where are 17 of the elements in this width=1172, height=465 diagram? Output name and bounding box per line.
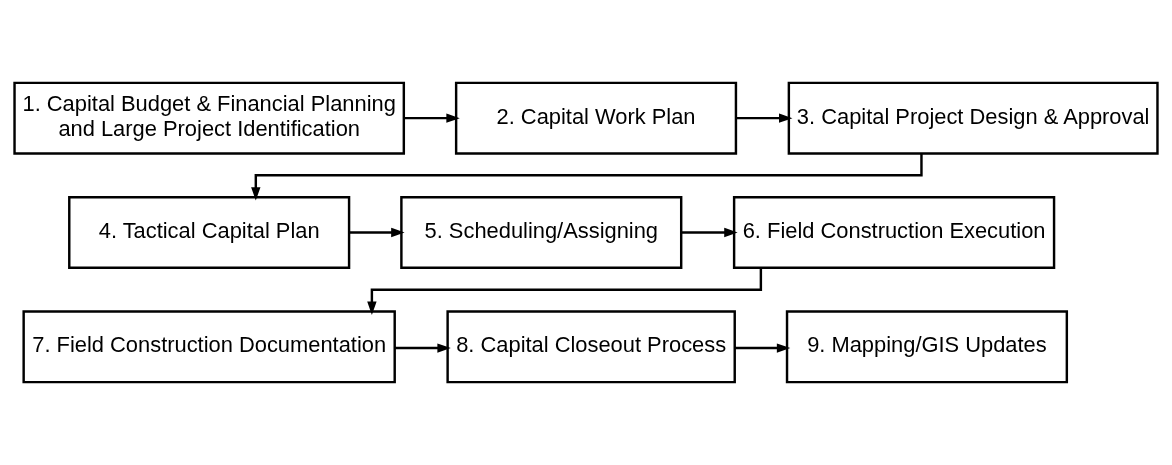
arrow: [736, 113, 793, 123]
arrow: [735, 343, 791, 353]
node-box: 5. Scheduling/Assigning: [400, 196, 683, 269]
arrow: [367, 268, 763, 315]
arrow: [404, 113, 460, 123]
arrow: [251, 153, 923, 201]
node-box: 2. Capital Work Plan: [454, 81, 738, 155]
node-box: 8. Capital Closeout Process: [446, 310, 736, 384]
arrow: [349, 227, 405, 238]
node-box: 4. Tactical Capital Plan: [68, 196, 351, 269]
node-box: 6. Field Construction Execution: [732, 196, 1056, 269]
arrow: [395, 343, 451, 353]
node-box: 3. Capital Project Design & Approval: [787, 81, 1159, 155]
arrow: [681, 227, 738, 238]
node-box: 7. Field Construction Documentation: [22, 310, 396, 384]
node-box: 9. Mapping/GIS Updates: [785, 310, 1069, 384]
node-box: 1. Capital Budget & Financial Planning and Large Project Identification: [13, 81, 406, 155]
